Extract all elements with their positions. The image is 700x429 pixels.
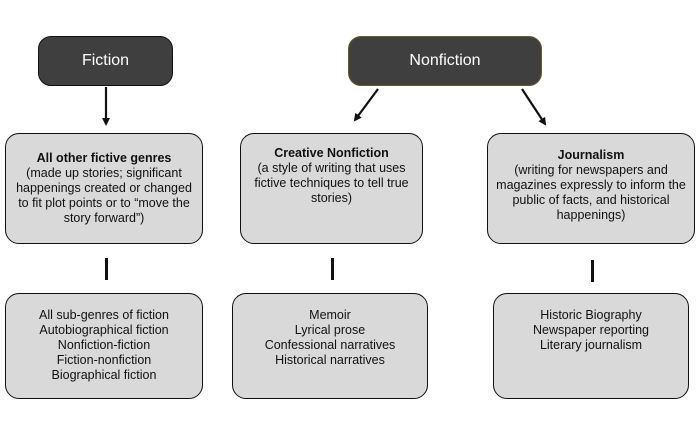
list-item: Nonfiction-fiction [57, 338, 151, 352]
list-item: Confessional narratives [264, 338, 396, 352]
separator-tick [105, 258, 108, 280]
nonfiction-node: Nonfiction [348, 36, 542, 86]
nonfiction-to-journalism-arrow [521, 88, 547, 126]
creative-nonfiction-card: Creative Nonfiction (a style of writing … [240, 133, 423, 244]
card-description: (made up stories; significant happenings… [16, 166, 192, 225]
list-item: Historic Biography [540, 308, 642, 322]
list-item: Memoir [309, 308, 351, 322]
fiction-subgenres-card: All sub-genres of fiction Autobiographic… [5, 293, 203, 399]
list-item: Literary journalism [539, 338, 643, 352]
card-description: (writing for newspapers and magazines ex… [496, 163, 686, 222]
creative-nonfiction-subgenres-card: Memoir Lyrical prose Confessional narrat… [232, 293, 428, 399]
list-item: Newspaper reporting [532, 323, 650, 337]
journalism-subgenres-card: Historic Biography Newspaper reporting L… [493, 293, 689, 399]
fictive-genres-card: All other fictive genres (made up storie… [5, 133, 203, 244]
list-item: Lyrical prose [294, 323, 366, 337]
card-description: (a style of writing that uses fictive te… [254, 161, 409, 205]
list-item: Fiction-nonfiction [56, 353, 152, 367]
separator-tick [331, 258, 334, 280]
separator-tick [591, 260, 594, 282]
fiction-label: Fiction [81, 52, 130, 69]
journalism-card: Journalism (writing for newspapers and m… [487, 133, 695, 244]
list-item: Biographical fiction [51, 368, 157, 382]
list-item: Historical narratives [275, 353, 385, 367]
nonfiction-label: Nonfiction [409, 52, 481, 69]
list-item: Autobiographical fiction [39, 323, 169, 337]
fiction-node: Fiction [38, 36, 173, 86]
card-title: Creative Nonfiction [274, 146, 389, 160]
card-title: All other fictive genres [36, 151, 172, 165]
list-item: All sub-genres of fiction [39, 308, 169, 322]
card-title: Journalism [557, 148, 625, 162]
nonfiction-to-creative-arrow [353, 88, 379, 122]
